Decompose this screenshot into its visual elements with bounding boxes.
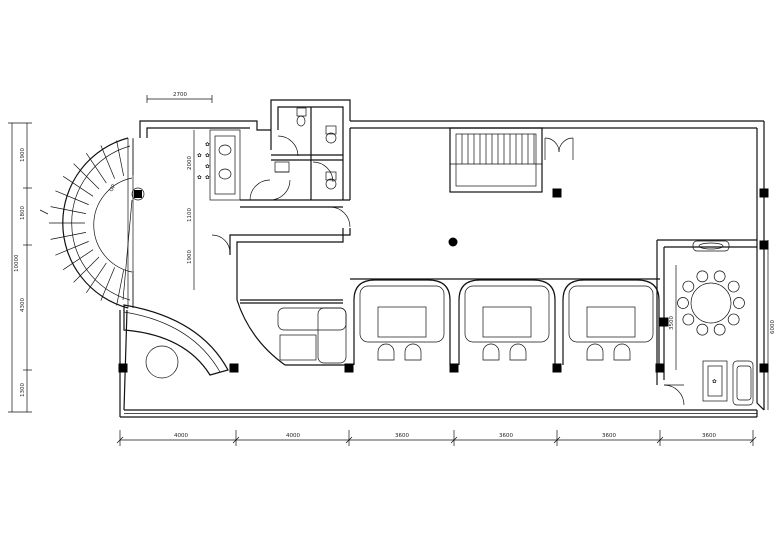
column (659, 317, 669, 327)
chair (613, 343, 631, 361)
svg-text:✿: ✿ (197, 153, 202, 159)
toilets (240, 107, 351, 228)
column (759, 188, 769, 198)
dim-bottom-6: 3600 (702, 433, 716, 439)
dim-inner-1: 2000 (187, 156, 193, 170)
chair (727, 280, 740, 293)
outer-walls (119, 99, 765, 418)
stair-label: UP (109, 183, 118, 193)
partitions (211, 228, 351, 366)
booth-1 (353, 279, 451, 365)
dim-left-1: 1900 (20, 148, 26, 162)
column (759, 363, 769, 373)
dim-left-total: 10000 (14, 254, 20, 272)
column (759, 240, 769, 250)
round-table (145, 345, 179, 379)
chair (682, 280, 695, 293)
booth-2 (458, 279, 556, 365)
light-fixture (448, 237, 458, 247)
chair (727, 313, 740, 326)
dim-bottom-4: 3600 (499, 433, 513, 439)
chair (696, 270, 709, 283)
dim-inner-2: 1100 (187, 208, 193, 222)
chair (682, 313, 695, 326)
chair (713, 323, 726, 336)
chair (713, 270, 726, 283)
column (118, 363, 128, 373)
svg-text:✿: ✿ (205, 142, 210, 148)
column (552, 188, 562, 198)
column (449, 363, 459, 373)
chair (377, 343, 395, 361)
dim-left-4: 1300 (20, 383, 26, 397)
column (229, 363, 239, 373)
column (655, 363, 665, 373)
column (344, 363, 354, 373)
booth-3 (562, 279, 660, 365)
structural-columns (118, 188, 769, 373)
chair (482, 343, 500, 361)
column (552, 363, 562, 373)
svg-text:✿: ✿ (197, 175, 202, 181)
dimension-lines: 4000 4000 3600 3600 3600 3600 2700 10000… (8, 92, 776, 446)
dim-inner-3: 1900 (187, 250, 193, 264)
dim-bottom-5: 3600 (602, 433, 616, 439)
dim-bottom-1: 4000 (174, 433, 188, 439)
private-room: ✿ (656, 239, 757, 406)
dim-right: 6000 (770, 320, 776, 334)
svg-text:✿: ✿ (205, 175, 210, 181)
chair (733, 297, 745, 309)
svg-text:✿: ✿ (712, 379, 717, 385)
svg-text:✿: ✿ (205, 153, 210, 159)
dim-top: 2700 (173, 92, 187, 98)
dining-table (690, 282, 732, 324)
dim-left-2: 1800 (20, 206, 26, 220)
chair (404, 343, 422, 361)
svg-text:✿: ✿ (205, 164, 210, 170)
spiral-treads (49, 139, 134, 307)
chair (696, 323, 709, 336)
bar-counter (123, 304, 229, 379)
dim-bottom-2: 4000 (286, 433, 300, 439)
chair (509, 343, 527, 361)
chair (586, 343, 604, 361)
dim-bottom-3: 3600 (395, 433, 409, 439)
wash-counter: ✿ ✿ ✿ ✿ ✿ ✿ (197, 129, 241, 201)
chair (677, 297, 689, 309)
booths (350, 278, 660, 365)
spiral-staircase: UP (39, 137, 145, 309)
dim-inner-4: 3500 (669, 316, 675, 330)
stairwell (449, 127, 574, 193)
dim-left-3: 4300 (20, 298, 26, 312)
